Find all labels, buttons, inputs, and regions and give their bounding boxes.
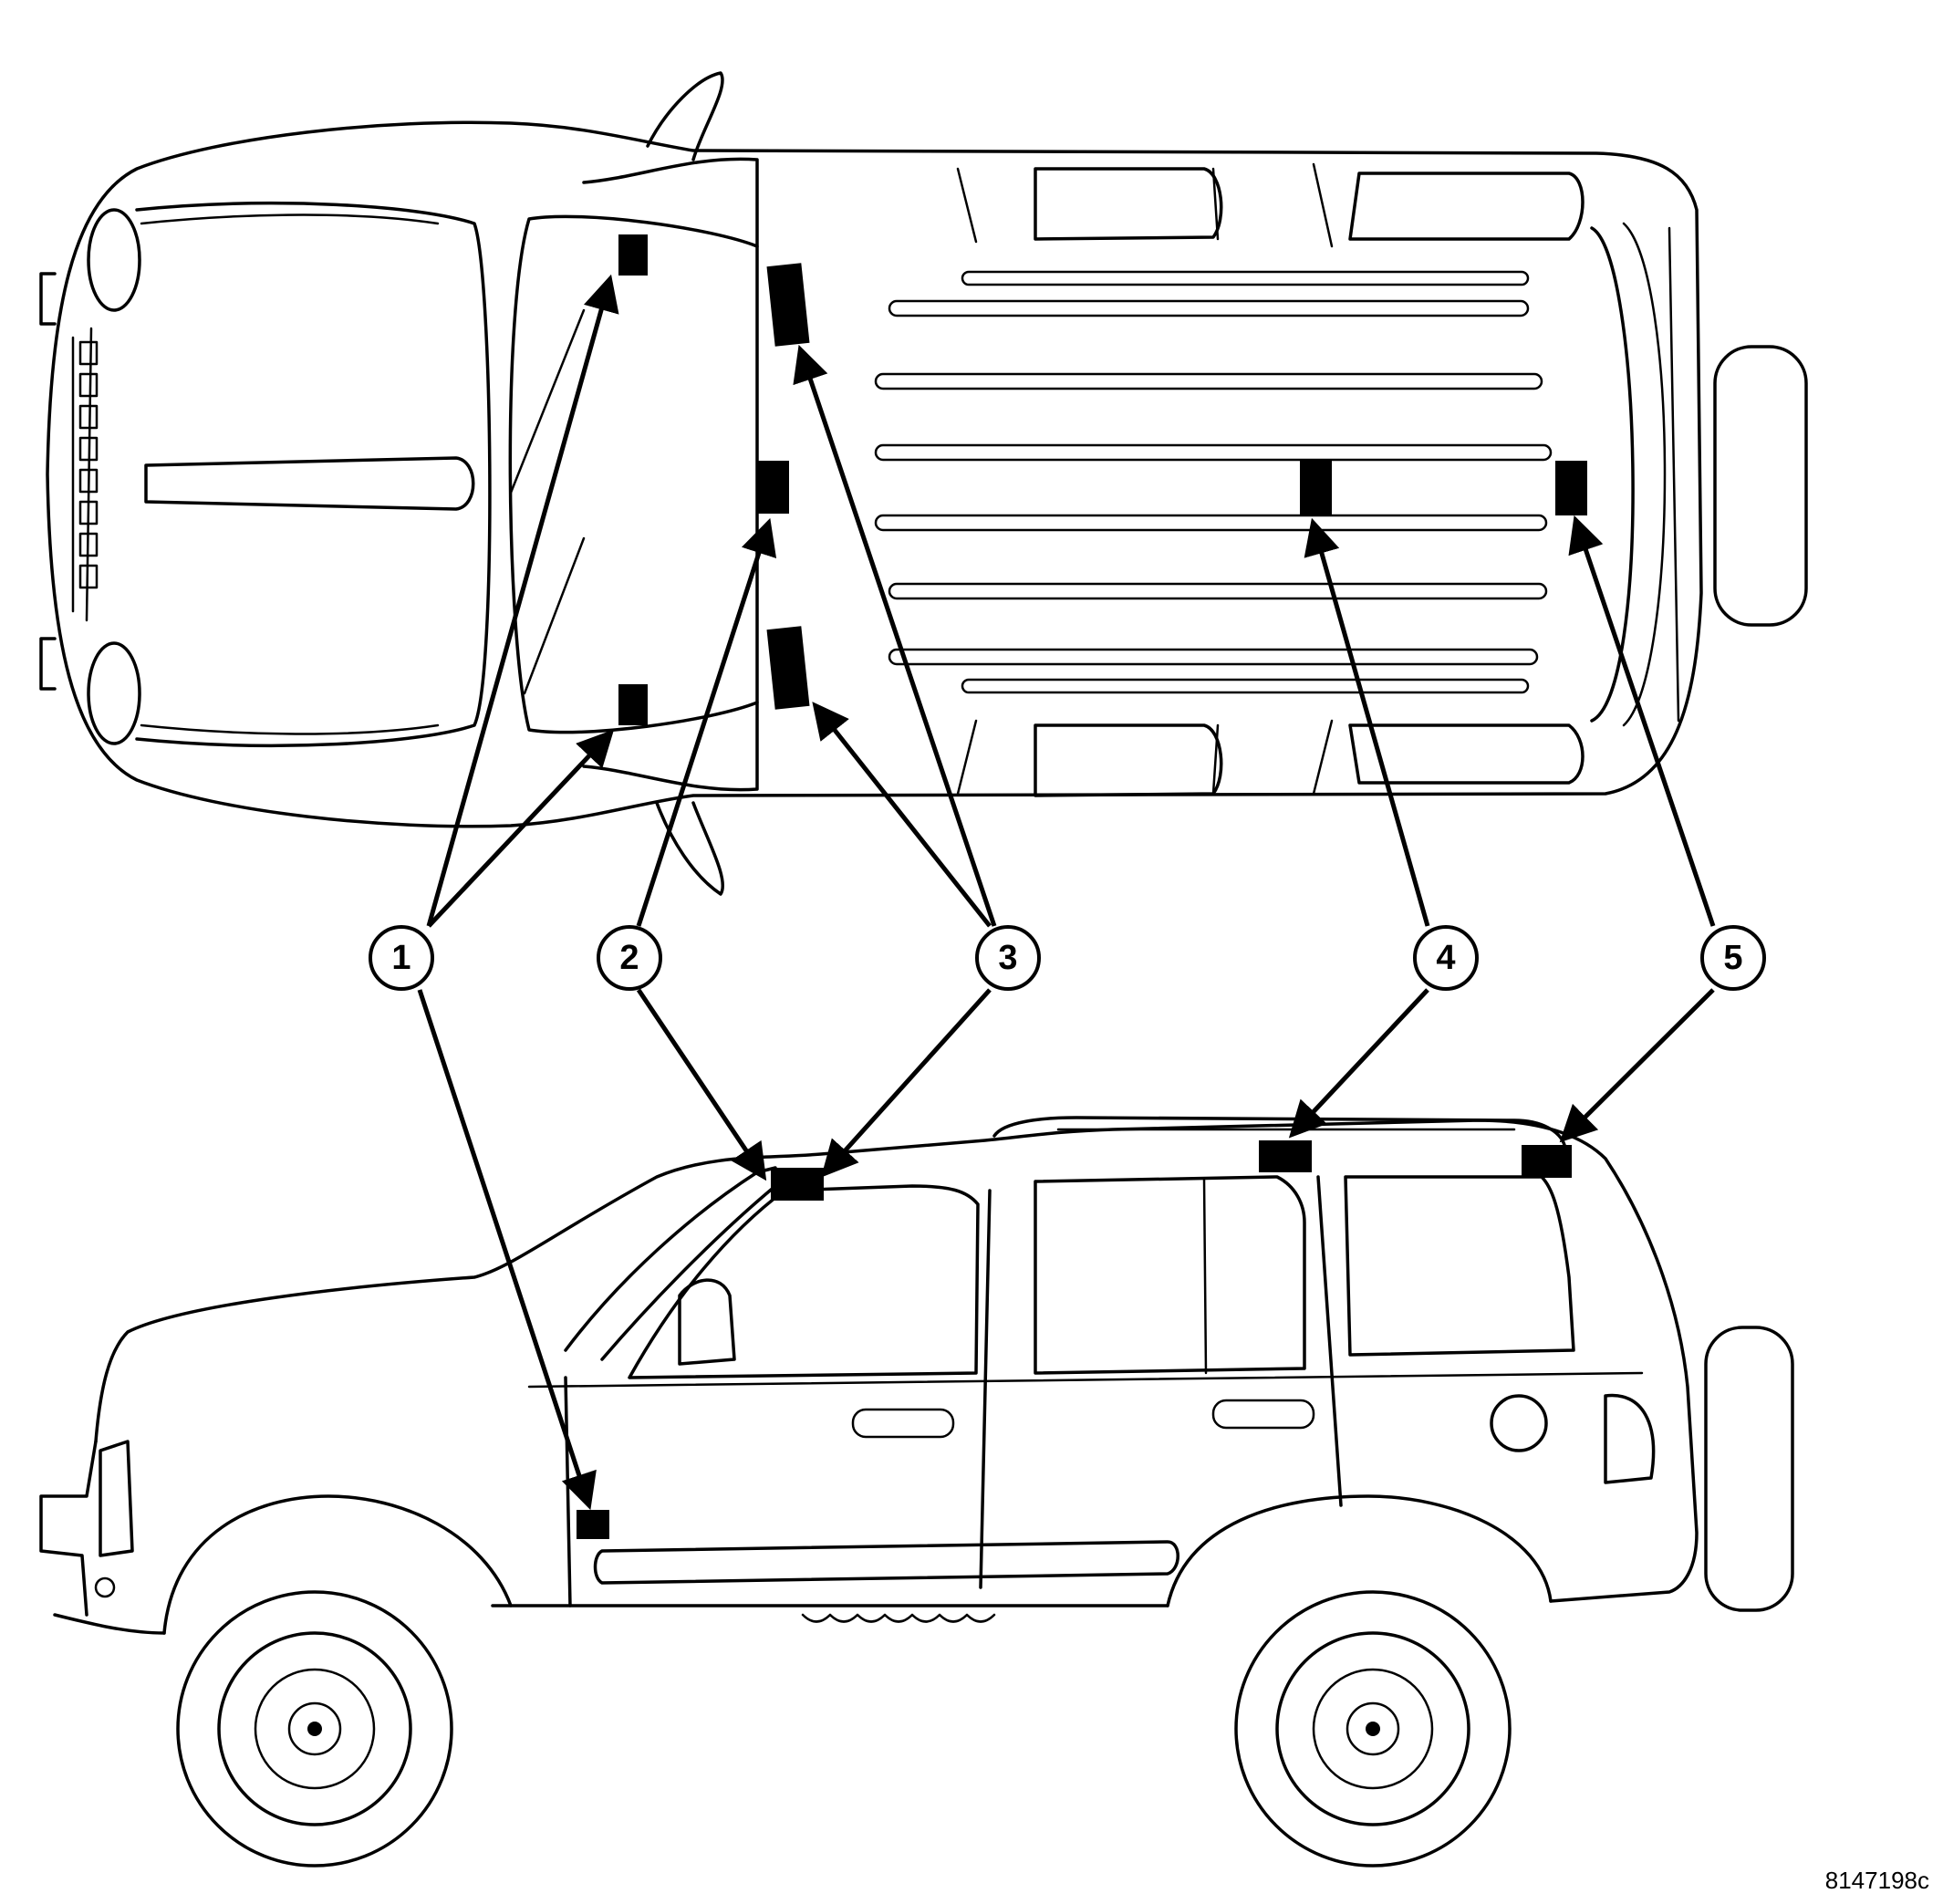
callout-1: 1 (369, 925, 434, 991)
marker-4-side (1259, 1140, 1312, 1172)
marker-2-top (757, 461, 789, 514)
callout-4: 4 (1413, 925, 1479, 991)
callout-2-label: 2 (619, 939, 639, 977)
location-markers (577, 234, 1587, 1539)
vehicle-top-view (39, 71, 1808, 896)
callout-5: 5 (1700, 925, 1766, 991)
callout-5-label: 5 (1723, 939, 1742, 977)
marker-4-top (1300, 461, 1332, 515)
marker-1-side (577, 1510, 609, 1539)
marker-1-top-left (618, 234, 648, 276)
callout-3: 3 (975, 925, 1041, 991)
marker-3-top-left (766, 263, 810, 347)
marker-5-side (1522, 1145, 1572, 1178)
callout-2: 2 (597, 925, 662, 991)
callout-1-label: 1 (391, 939, 410, 977)
marker-5-top (1555, 461, 1587, 515)
marker-2-3-side (771, 1168, 824, 1201)
callout-4-label: 4 (1436, 939, 1455, 977)
callout-3-label: 3 (998, 939, 1017, 977)
vehicle-side-view (39, 1116, 1794, 1868)
leader-lines (417, 274, 1716, 1511)
figure-id: 8147198c (1825, 1867, 1929, 1894)
marker-3-top-right (766, 626, 810, 710)
marker-1-top-right (618, 684, 648, 725)
